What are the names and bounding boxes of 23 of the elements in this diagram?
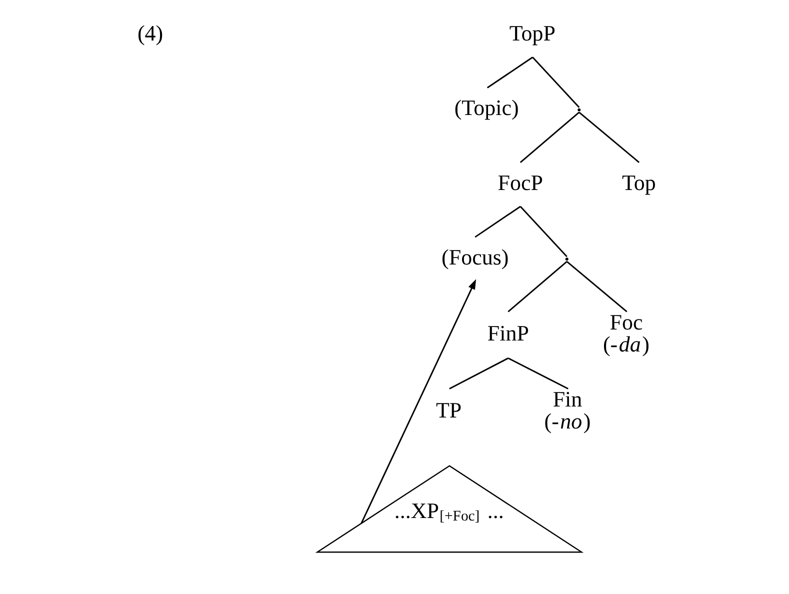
connector — [519, 112, 580, 163]
connector — [578, 112, 640, 163]
node-text: TopP — [508, 20, 556, 46]
node-text: Top — [621, 170, 656, 195]
arrow — [360, 279, 476, 524]
connector — [507, 358, 568, 390]
node-point — [564, 258, 568, 261]
connector — [566, 260, 627, 312]
node-text: (Topic) — [454, 95, 518, 120]
node-text: (Focus) — [440, 244, 508, 270]
node-text: Fin (-no) — [544, 386, 590, 434]
node-text: TP — [435, 397, 462, 422]
node-text: FocP — [497, 170, 543, 195]
connector — [474, 206, 520, 238]
connector — [507, 260, 567, 312]
label: (4) — [136, 20, 163, 46]
connector — [486, 56, 533, 88]
connector — [519, 206, 567, 258]
node-text: Foc (-da) — [602, 309, 649, 356]
node-point — [577, 108, 580, 112]
node-text: FinP — [486, 320, 528, 346]
connector — [448, 358, 508, 390]
connector — [532, 56, 580, 108]
